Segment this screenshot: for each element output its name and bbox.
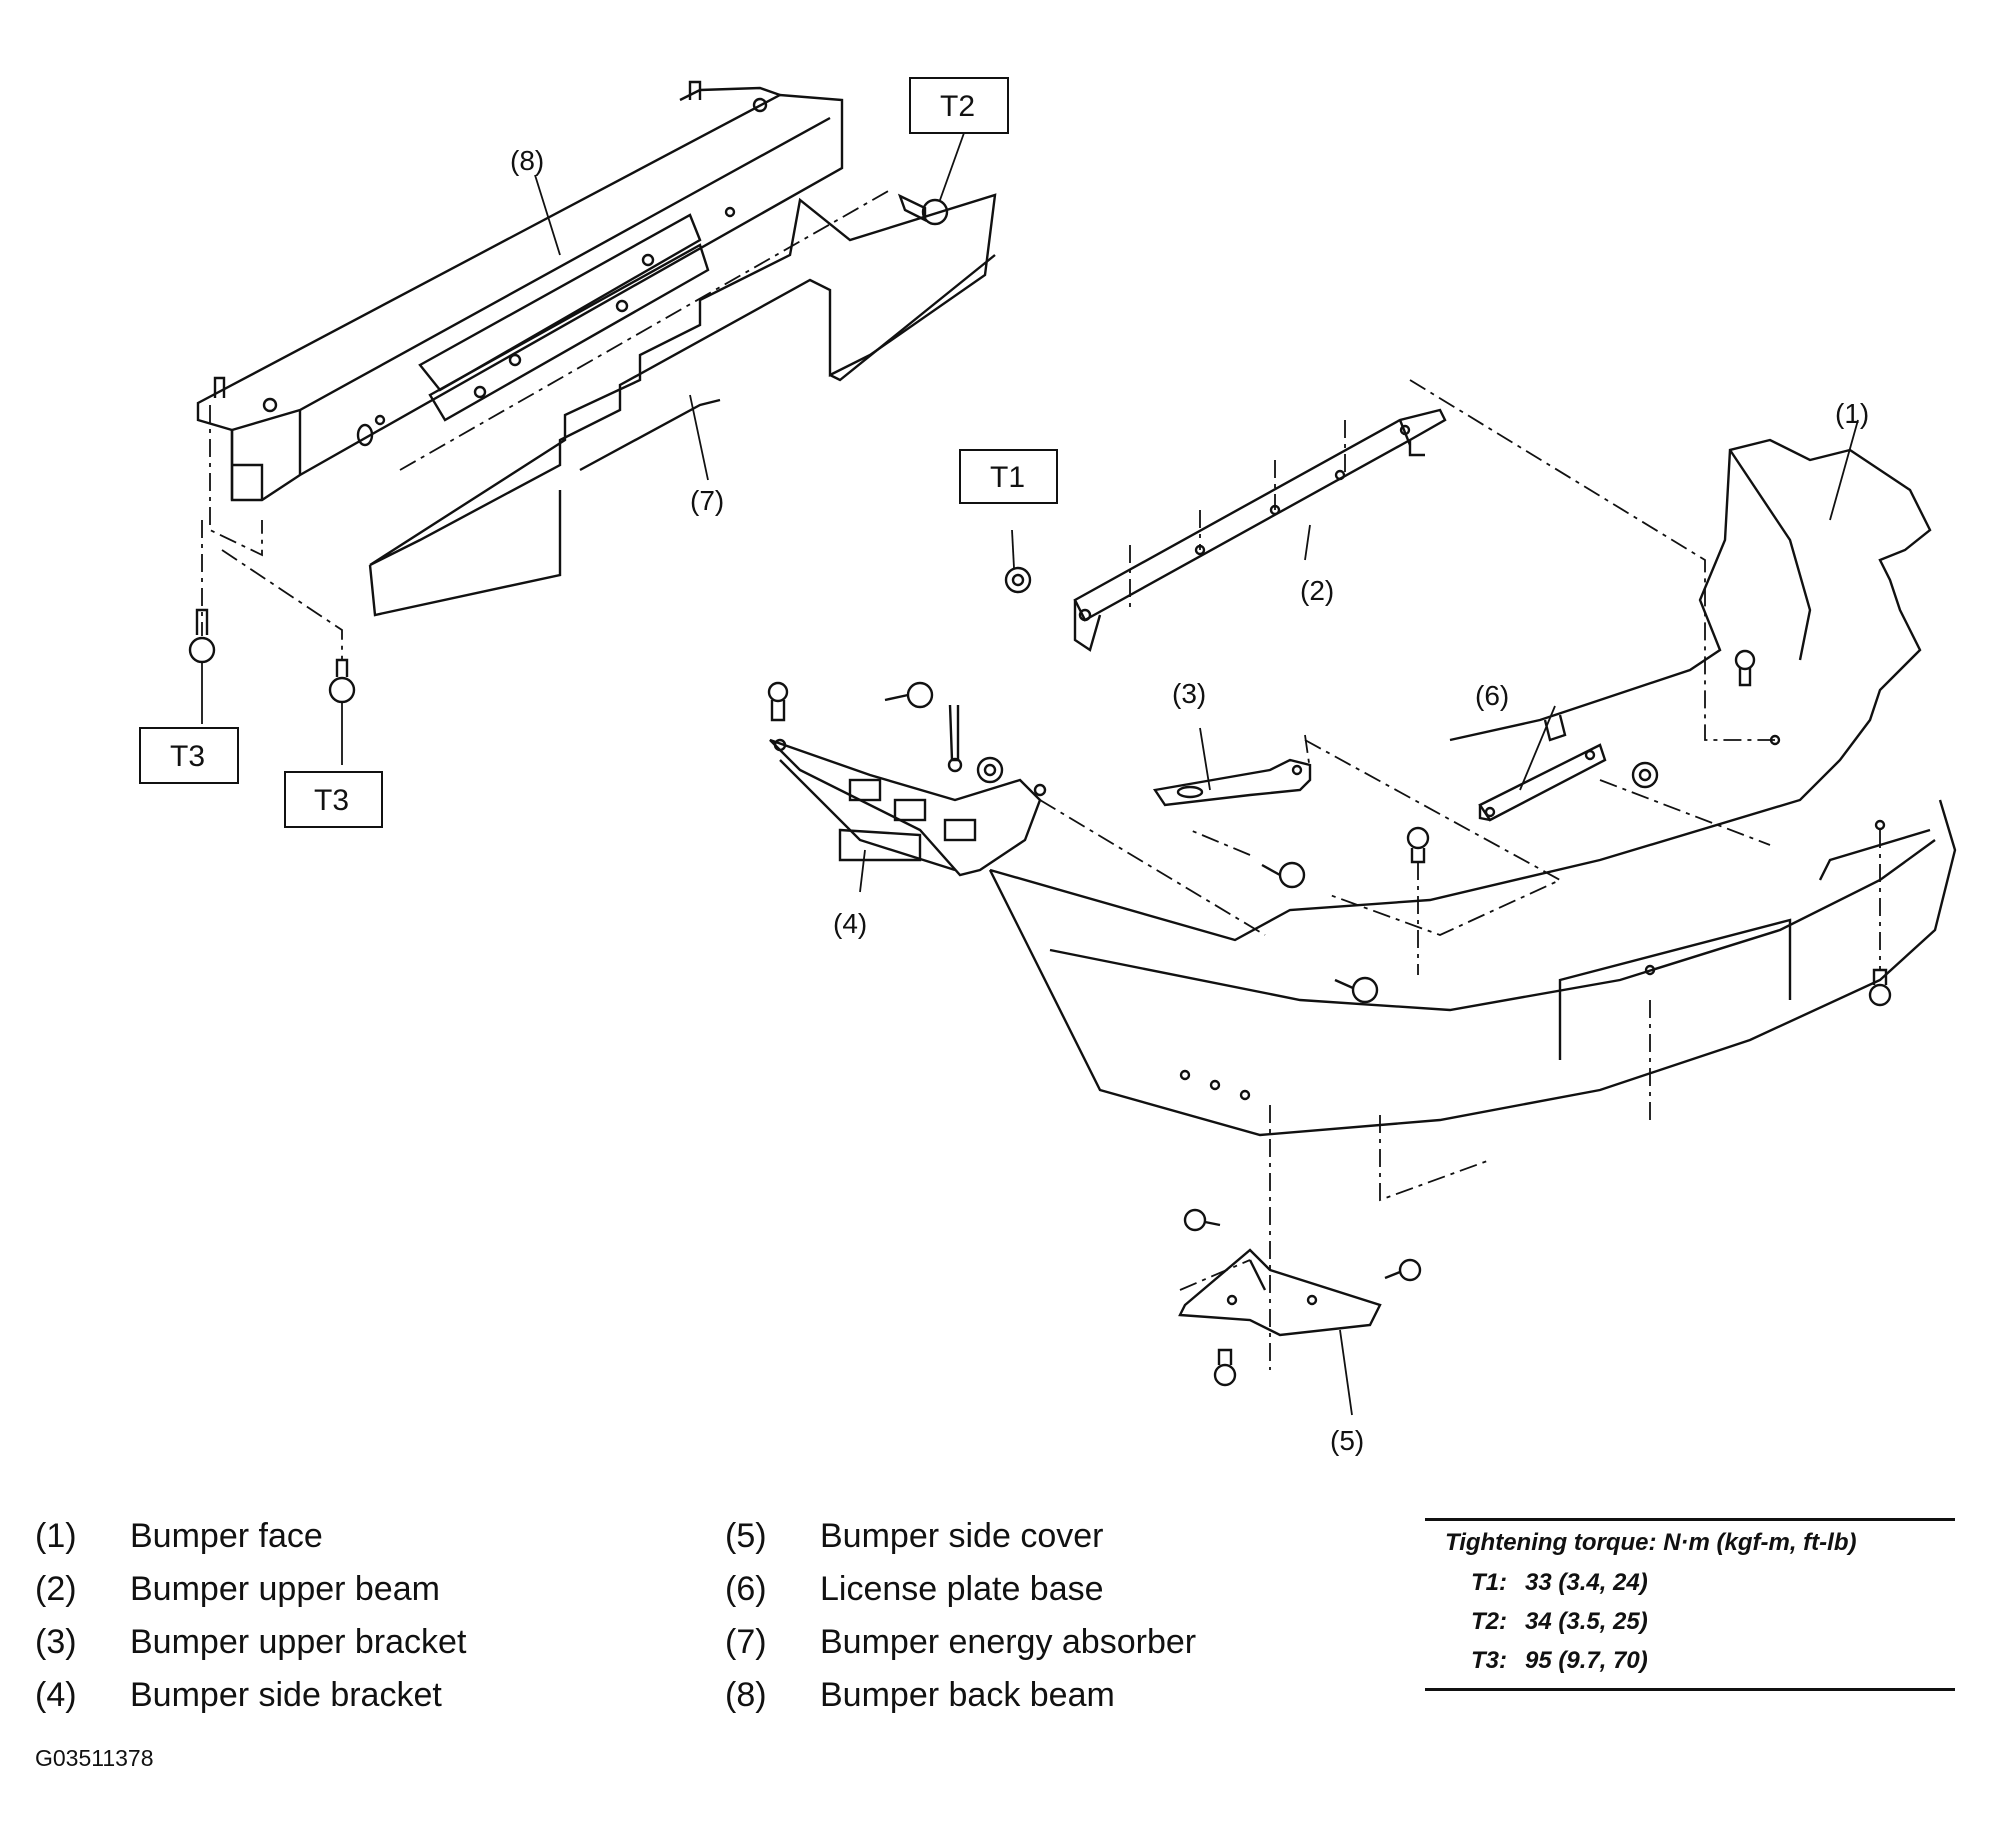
legend-label: License plate base (820, 1570, 1104, 1608)
legend-num: (6) (725, 1570, 767, 1608)
legend-item: (3) Bumper upper bracket (35, 1616, 466, 1669)
table-bottom-rule (1425, 1688, 1955, 1691)
clip-5a (1183, 1208, 1221, 1232)
legend-label: Bumper side bracket (130, 1676, 442, 1714)
torque-table-heading: Tightening torque: N·m (kgf-m, ft-lb) (1445, 1529, 1857, 1556)
clip-5b (1384, 1258, 1422, 1282)
callout-4: (4) (833, 908, 867, 939)
legend-num: (7) (725, 1623, 767, 1661)
torque-box-t3-left-label: T3 (170, 740, 205, 773)
legend-label: Bumper face (130, 1517, 323, 1555)
bolt-t3-right (328, 658, 356, 704)
bumper-upper-beam (1073, 408, 1447, 652)
torque-box-t2-label: T2 (940, 90, 975, 123)
bumper-back-beam (196, 80, 844, 502)
legend-num: (2) (35, 1570, 77, 1608)
bumper-side-cover (1178, 1248, 1382, 1337)
nut-4d (976, 756, 1004, 784)
legend-item: (7) Bumper energy absorber (725, 1616, 1196, 1669)
nut-t1 (1004, 566, 1032, 594)
clip-face-right (1868, 968, 1892, 1007)
figure-id: G03511378 (35, 1745, 154, 1771)
torque-row: T2: 34 (3.5, 25) (1425, 1602, 1955, 1641)
clip-upper-beam (1406, 826, 1430, 864)
torque-row: T1: 33 (3.4, 24) (1425, 1563, 1955, 1602)
torque-key: T2: (1471, 1608, 1507, 1635)
torque-value: 33 (3.4, 24) (1525, 1569, 1648, 1596)
legend-num: (8) (725, 1676, 767, 1714)
callout-2: (2) (1300, 575, 1334, 606)
legend-label: Bumper upper bracket (130, 1623, 467, 1661)
parts-legend-right: (5) Bumper side cover (6) License plate ba… (725, 1510, 1196, 1722)
torque-box-t3-right: T3 (284, 771, 383, 828)
bolt-4b (884, 681, 934, 709)
torque-box-t3-right-label: T3 (314, 784, 349, 817)
clip-4a (767, 681, 789, 722)
torque-key: T3: (1471, 1647, 1507, 1674)
legend-num: (4) (35, 1676, 77, 1714)
legend-item: (4) Bumper side bracket (35, 1669, 466, 1722)
nut-6 (1631, 761, 1659, 789)
torque-box-t1-label: T1 (990, 461, 1025, 494)
torque-box-t1: T1 (959, 449, 1058, 504)
bumper-energy-absorber (368, 193, 997, 617)
alignment-lines (201, 189, 1881, 1370)
bumper-upper-bracket (1152, 758, 1312, 807)
legend-num: (3) (35, 1623, 77, 1661)
callout-8: (8) (510, 145, 544, 176)
callout-1: (1) (1835, 398, 1869, 429)
bolt-t2 (897, 193, 949, 226)
legend-item: (8) Bumper back beam (725, 1669, 1196, 1722)
legend-label: Bumper energy absorber (820, 1623, 1197, 1661)
tightening-torque-table: Tightening torque: N·m (kgf-m, ft-lb) T1… (1425, 1518, 1955, 1691)
legend-label: Bumper upper beam (130, 1570, 440, 1608)
legend-label: Bumper side cover (820, 1517, 1104, 1555)
torque-value: 95 (9.7, 70) (1525, 1647, 1648, 1674)
torque-box-t2: T2 (909, 77, 1009, 134)
exploded-parts-diagram: (1) (2) (3) (4) (5) (6) (7) (8) T2 T1 T3… (139, 77, 1957, 1456)
table-top-rule (1425, 1518, 1955, 1521)
clip-5c (1213, 1348, 1237, 1387)
bumper-face (988, 438, 1957, 1137)
callout-6: (6) (1475, 680, 1509, 711)
torque-row: T3: 95 (9.7, 70) (1425, 1641, 1955, 1680)
torque-key: T1: (1471, 1569, 1507, 1596)
fasteners (188, 193, 1892, 1387)
bumper-side-bracket (769, 738, 1047, 877)
torque-box-t3-left: T3 (139, 727, 239, 784)
license-plate-base (1478, 714, 1607, 822)
legend-item: (6) License plate base (725, 1563, 1196, 1616)
legend-item: (1) Bumper face (35, 1510, 466, 1563)
pin-4c (947, 704, 963, 773)
bolt-3 (1261, 861, 1306, 889)
legend-item: (5) Bumper side cover (725, 1510, 1196, 1563)
leader-lines (201, 132, 1859, 1416)
callout-3: (3) (1172, 678, 1206, 709)
bolt-side-bracket (1334, 976, 1379, 1004)
legend-item: (2) Bumper upper beam (35, 1563, 466, 1616)
torque-value: 34 (3.5, 25) (1525, 1608, 1648, 1635)
clip-face-top (1734, 649, 1756, 687)
legend-num: (5) (725, 1517, 767, 1555)
parts-legend-left: (1) Bumper face (2) Bumper upper beam (3) B… (35, 1510, 466, 1722)
callout-7: (7) (690, 485, 724, 516)
callout-5: (5) (1330, 1425, 1364, 1456)
legend-label: Bumper back beam (820, 1676, 1115, 1714)
legend-num: (1) (35, 1517, 77, 1555)
